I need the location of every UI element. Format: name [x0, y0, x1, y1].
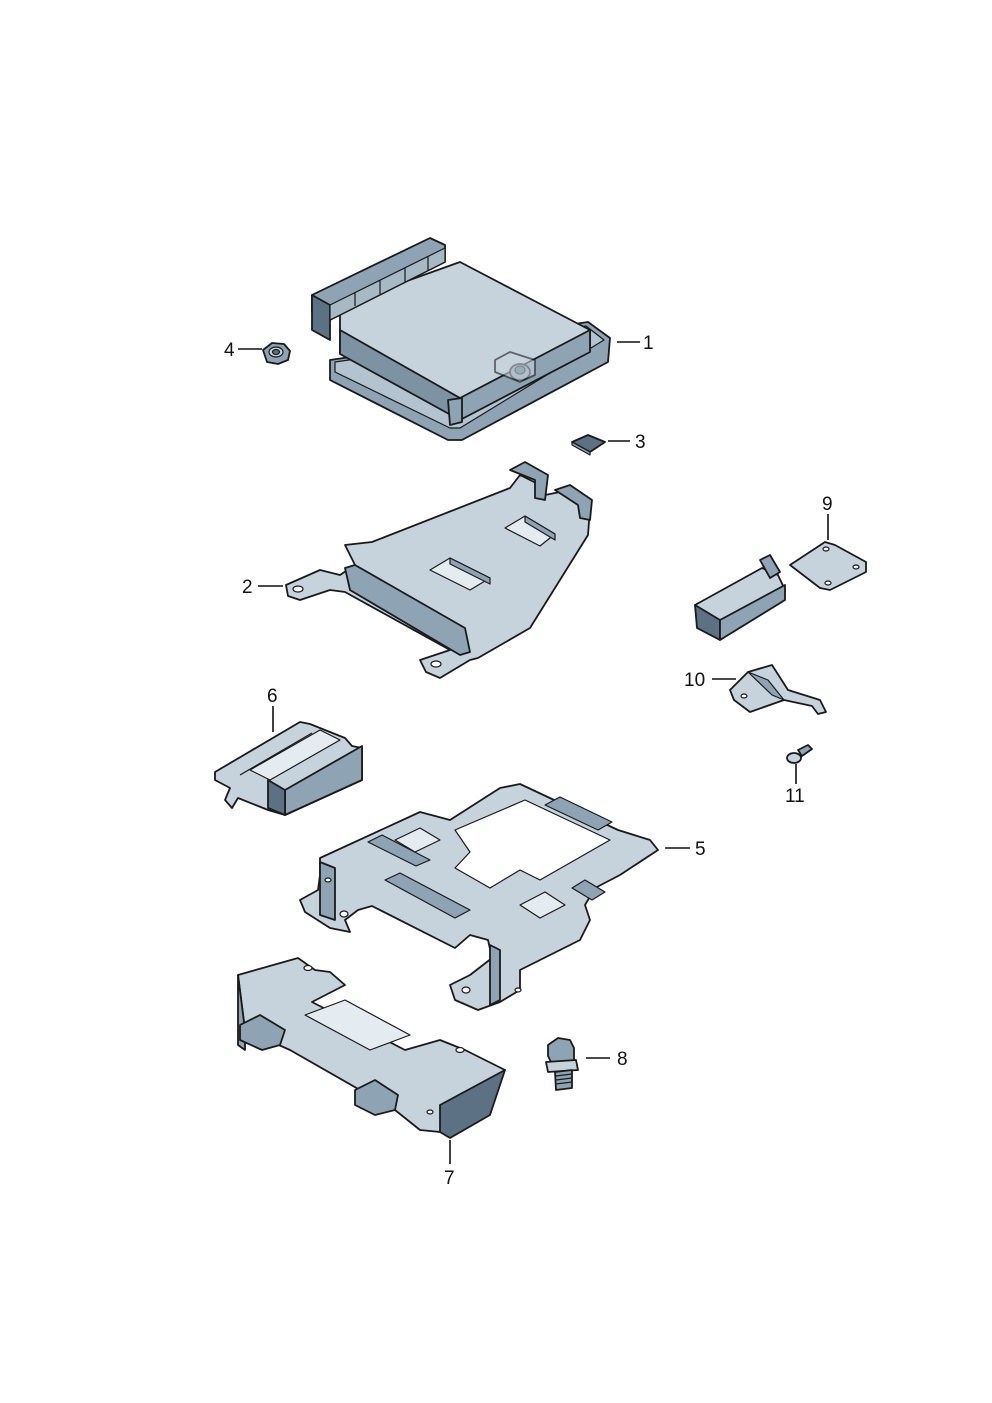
- callout-2-label: 2: [242, 577, 253, 598]
- callout-1-label: 1: [643, 333, 654, 354]
- callout-2: 2: [242, 577, 283, 598]
- part-6-connector-holder[interactable]: [214, 721, 363, 816]
- part-1-control-unit[interactable]: [311, 237, 611, 441]
- part-8-bolt[interactable]: [545, 1037, 579, 1091]
- part-10-clip[interactable]: [729, 664, 827, 715]
- callout-3-label: 3: [635, 432, 646, 453]
- callout-4-label: 4: [224, 340, 235, 361]
- callout-7: 7: [444, 1140, 455, 1189]
- callout-1: 1: [617, 333, 654, 354]
- part-2-upper-bracket[interactable]: [285, 461, 593, 679]
- part-11-screw[interactable]: [786, 744, 813, 764]
- callout-9: 9: [822, 494, 833, 540]
- callout-6: 6: [267, 686, 278, 732]
- part-4-nut[interactable]: [262, 342, 291, 365]
- callout-5-label: 5: [695, 839, 706, 860]
- callout-8-label: 8: [617, 1049, 628, 1070]
- callout-4: 4: [224, 340, 262, 361]
- callout-10: 10: [684, 670, 736, 691]
- callout-3: 3: [608, 432, 646, 453]
- callout-9-label: 9: [822, 494, 833, 515]
- part-5-mounting-plate[interactable]: [299, 783, 659, 1011]
- callout-10-label: 10: [684, 670, 705, 691]
- callout-5: 5: [665, 839, 706, 860]
- part-9-holder-bracket[interactable]: [694, 541, 867, 641]
- part-7-lower-bracket[interactable]: [237, 957, 506, 1139]
- callout-8: 8: [586, 1049, 628, 1070]
- callout-7-label: 7: [444, 1168, 455, 1189]
- callout-6-label: 6: [267, 686, 278, 707]
- part-3-pad[interactable]: [571, 434, 606, 456]
- callout-11-label: 11: [785, 786, 805, 807]
- callout-11: 11: [785, 764, 805, 807]
